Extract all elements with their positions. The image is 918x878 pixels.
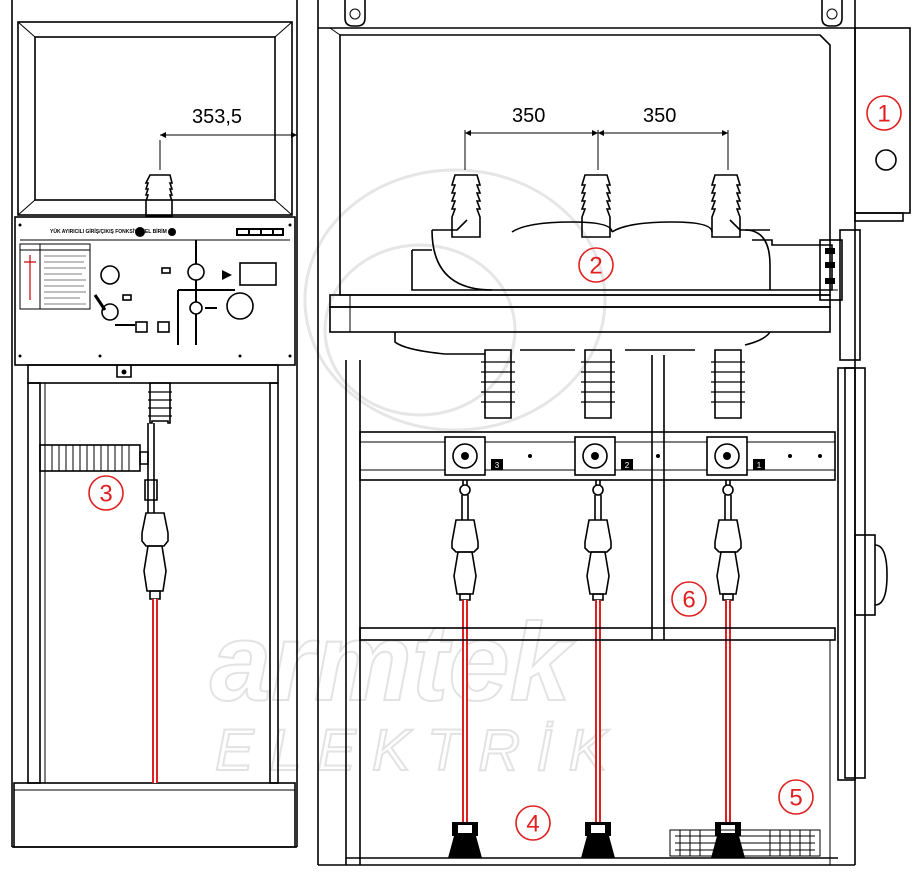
lower-bushing-1 (481, 349, 515, 419)
cable-clamp-2: 2 (574, 436, 633, 476)
svg-text:3: 3 (99, 481, 112, 508)
termination-2 (584, 480, 612, 822)
callout-2: 2 (578, 247, 614, 283)
svg-text:2: 2 (589, 253, 602, 280)
callout-1: 1 (866, 95, 902, 131)
phase-tag-3: 1 (757, 461, 762, 470)
upper-bushing-2 (580, 174, 612, 238)
upper-bushing-3 (710, 174, 742, 238)
cable-clamp-3: 1 (706, 436, 765, 476)
lower-bushing-2 (581, 349, 615, 419)
heater (669, 829, 821, 857)
left-top-bushing (144, 174, 174, 217)
cable-clamp-1: 3 (444, 436, 503, 476)
phase-tag-2: 2 (625, 461, 630, 470)
dim-left-width: 353,5 (192, 106, 242, 128)
termination-3 (714, 480, 742, 822)
left-cubicle: YÜK AYIRICILI GİRİŞ/ÇIKIŞ FONKSİYONEL Bİ… (11, 0, 298, 848)
svg-text:6: 6 (682, 587, 695, 614)
cable-gland-2 (581, 822, 615, 858)
svg-text:1: 1 (877, 101, 890, 128)
right-cubicle: 3 2 1 (317, 0, 911, 866)
watermark-sub: E L E K T R İ K (215, 718, 609, 783)
panel-title: YÜK AYIRICILI GİRİŞ/ÇIKIŞ FONKSİYONEL Bİ… (50, 228, 167, 235)
upper-bushing-1 (450, 174, 482, 238)
callout-4: 4 (515, 805, 551, 841)
callout-5: 5 (778, 779, 814, 815)
svg-text:4: 4 (526, 811, 539, 838)
dim-phase-spacing-2: 350 (643, 105, 676, 127)
callout-3: 3 (88, 475, 124, 511)
lower-bushing-3 (711, 349, 745, 419)
cable-gland-1 (448, 822, 482, 858)
cable-gland-3 (711, 822, 745, 858)
control-panel (14, 216, 296, 366)
termination-1 (451, 480, 479, 822)
svg-text:5: 5 (789, 785, 802, 812)
watermark-brand: armtek (210, 601, 576, 724)
dim-phase-spacing-1: 350 (512, 105, 545, 127)
callout-6: 6 (671, 581, 707, 617)
phase-tag-1: 3 (495, 461, 500, 470)
